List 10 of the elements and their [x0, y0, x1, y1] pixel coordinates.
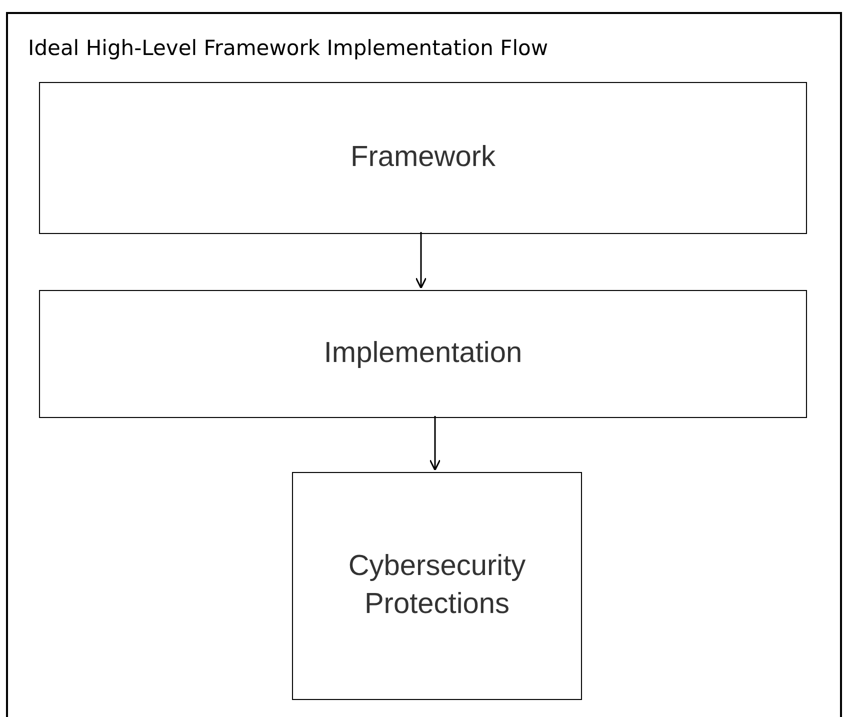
frame-box — [6, 12, 842, 717]
process-box — [39, 82, 807, 234]
diagram-heading: Ideal High-Level Framework Implementation Flow — [28, 36, 548, 60]
box-label: Implementation — [324, 336, 522, 372]
box-label: Framework — [350, 140, 496, 176]
process-box — [39, 290, 807, 418]
box-label: Cybersecurity Protections — [347, 549, 527, 622]
process-box — [292, 472, 582, 700]
arrow — [415, 232, 427, 289]
arrow — [429, 416, 441, 471]
